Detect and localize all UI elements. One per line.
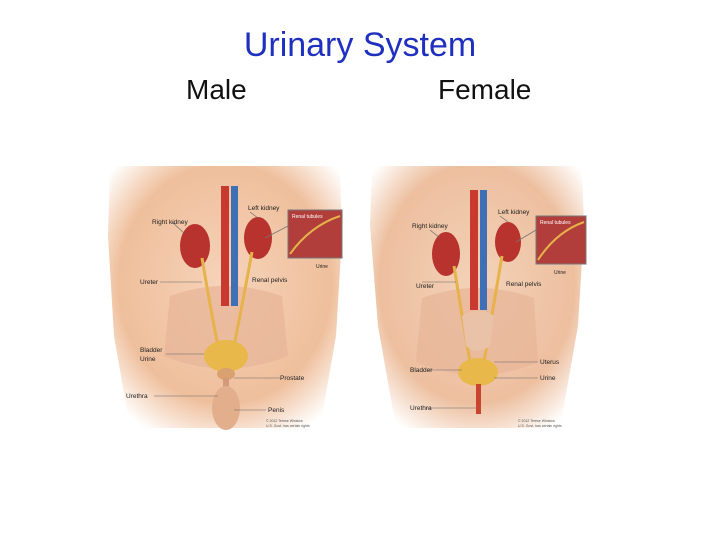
male-left-kidney-shape [244,217,272,259]
female-copyright-2: U.S. Govt. has certain rights [518,424,562,428]
male-label-urine-inset: Urine [316,264,328,270]
male-ureter-shape [200,257,220,347]
female-label-bladder: Bladder [410,367,433,374]
female-copyright-1: © 2012 Terese Winslow [518,419,555,423]
female-label-urine-inset: Urine [554,270,566,276]
female-ureter-shape [452,265,472,363]
male-label-penis: Penis [268,407,285,414]
female-aorta-shape [470,190,478,310]
male-right-kidney-shape [180,224,210,268]
female-label-renal-pelvis: Renal pelvis [506,281,542,288]
male-copyright-2: U.S. Govt. has certain rights [266,424,310,428]
male-penis-shape [212,386,240,430]
female-label-left-kidney: Left kidney [498,209,530,216]
male-urinary-illustration: Left kidney Right kidney Renal tubules U… [100,166,350,435]
female-anatomy-svg: Left kidney Right kidney Renal tubules U… [370,166,587,428]
female-urinary-illustration: Left kidney Right kidney Renal tubules U… [366,166,588,435]
male-label-renal-pelvis: Renal pelvis [252,277,288,284]
male-aorta-shape [221,186,229,306]
male-pelvis-shape [164,286,288,369]
female-bladder-shape [458,358,498,386]
male-heading: Male [186,74,247,105]
female-label-right-kidney: Right kidney [412,223,449,230]
male-label-urine: Urine [140,356,156,363]
female-uterus-shape [462,311,494,351]
male-copyright-1: © 2012 Terese Winslow [266,419,303,423]
male-vena-cava-shape [231,186,238,306]
female-label-urine: Urine [540,375,556,382]
female-label-renal-tubules: Renal tubules [540,220,571,226]
female-left-kidney-shape [495,222,521,262]
page-title: Urinary System [243,26,477,64]
female-label-urethra: Urethra [410,405,432,412]
female-right-kidney-shape [432,232,460,276]
female-heading: Female [438,74,532,105]
male-label-ureter: Ureter [140,279,159,286]
male-label-urethra: Urethra [126,393,148,400]
male-label-prostate: Prostate [280,375,305,382]
male-bladder-shape [204,340,248,372]
female-vena-cava-shape [480,190,487,310]
male-label-left-kidney: Left kidney [248,205,280,212]
male-label-right-kidney: Right kidney [152,219,189,226]
female-label-ureter: Ureter [416,283,435,290]
male-anatomy-svg: Left kidney Right kidney Renal tubules U… [108,166,343,430]
male-label-renal-tubules: Renal tubules [292,214,323,220]
male-label-bladder: Bladder [140,347,163,354]
female-label-uterus: Uterus [540,359,560,366]
